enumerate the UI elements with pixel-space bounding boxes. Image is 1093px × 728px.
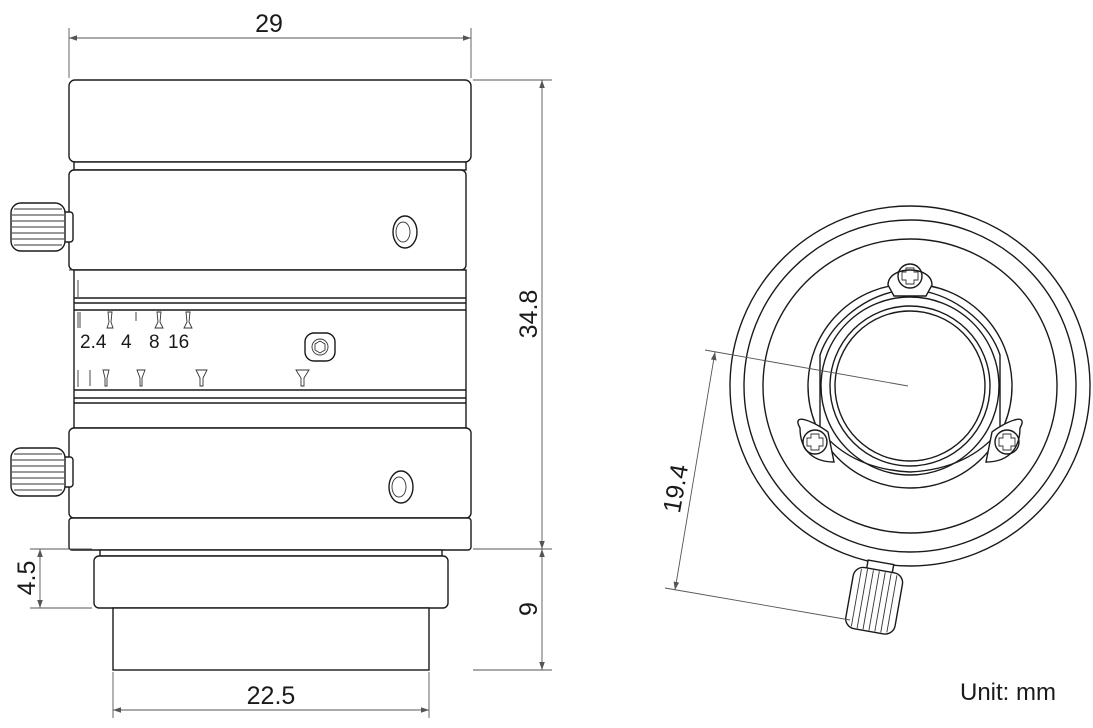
front-view <box>729 205 1091 635</box>
mount-thread <box>112 607 430 671</box>
hex-socket-icon <box>304 332 336 362</box>
aperture-label-16: 16 <box>168 332 189 353</box>
dimension-4-5: 4.5 <box>13 561 41 596</box>
dimension-29: 29 <box>255 10 283 38</box>
aperture-label-8: 8 <box>149 332 160 353</box>
lower-ring <box>68 427 472 519</box>
phillips-screw-icon <box>887 263 933 297</box>
knurled-screw-icon <box>10 202 74 252</box>
phillips-screw-icon <box>797 418 835 463</box>
dimension-9: 9 <box>515 602 543 616</box>
set-screw-hole-lower <box>388 470 414 504</box>
mount-flange <box>93 555 449 609</box>
aperture-label-4: 4 <box>121 332 132 353</box>
phillips-screw-icon <box>985 418 1023 463</box>
knurled-screw-icon <box>10 447 74 497</box>
side-view: 2.4 4 8 16 <box>10 79 472 671</box>
dimension-34-8: 34.8 <box>515 290 543 339</box>
focus-ring <box>68 169 467 271</box>
front-ring <box>68 79 472 163</box>
retaining-plate <box>819 291 1001 473</box>
knurled-screw-icon <box>845 559 904 635</box>
side-dimensions: 29 34.8 9 4.5 22.5 <box>13 10 552 718</box>
aperture-label-2-4: 2.4 <box>80 332 107 353</box>
set-screw-hole-upper <box>392 215 418 249</box>
dimension-22-5: 22.5 <box>247 682 296 710</box>
unit-label: Unit: mm <box>960 679 1056 706</box>
aperture-ring <box>73 269 467 429</box>
